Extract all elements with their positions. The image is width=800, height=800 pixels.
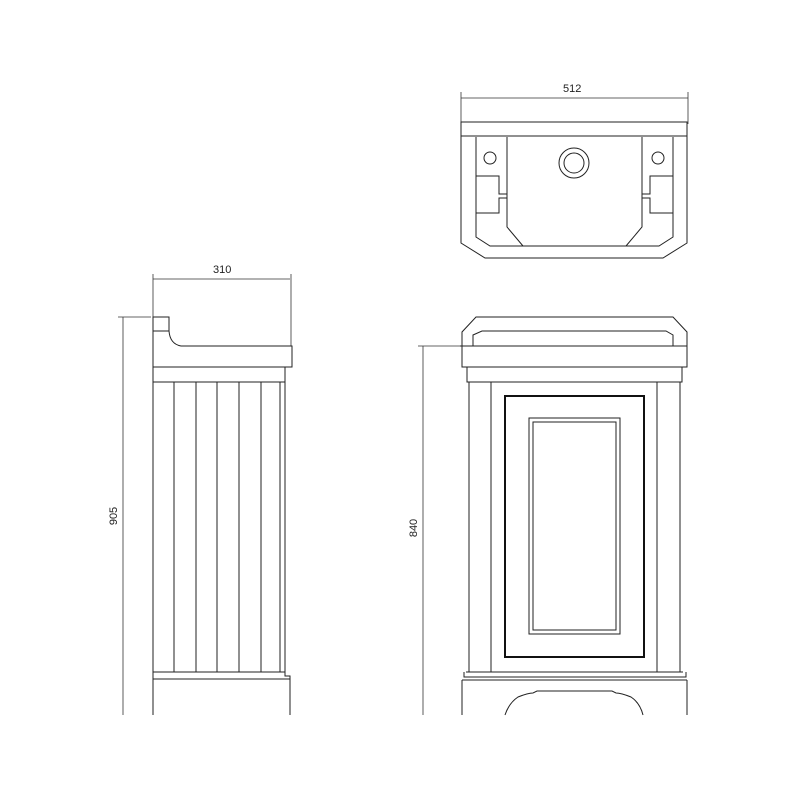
width-dimension-label: 512 bbox=[563, 83, 582, 95]
top-view bbox=[460, 92, 689, 259]
pillars bbox=[468, 382, 681, 672]
cornice bbox=[466, 367, 683, 383]
plinth-arch bbox=[504, 690, 644, 716]
basin-outline bbox=[460, 121, 688, 259]
front-view bbox=[418, 316, 688, 716]
side-plinth bbox=[153, 671, 291, 715]
bowl-outline bbox=[506, 137, 643, 247]
brackets bbox=[476, 175, 673, 214]
inner-outline bbox=[475, 137, 674, 247]
door bbox=[504, 395, 645, 658]
cabinet-side bbox=[152, 367, 286, 715]
tongue-groove-panels bbox=[173, 382, 281, 672]
total-height-dimension-label: 905 bbox=[108, 506, 121, 526]
side-view bbox=[118, 274, 293, 715]
depth-dimension-label: 310 bbox=[213, 264, 232, 276]
front-plinth bbox=[461, 671, 688, 715]
basin-lip bbox=[472, 330, 674, 346]
waste-inner-icon bbox=[563, 152, 585, 174]
tap-hole-right bbox=[651, 151, 665, 165]
door-panel-outer bbox=[528, 417, 621, 635]
basin-side bbox=[152, 316, 293, 368]
tap-hole-left bbox=[483, 151, 497, 165]
cabinet-height-dimension-label: 840 bbox=[408, 518, 421, 538]
basin-front bbox=[461, 316, 688, 368]
door-panel-inner bbox=[532, 421, 617, 631]
waste-outer-icon bbox=[558, 147, 590, 179]
